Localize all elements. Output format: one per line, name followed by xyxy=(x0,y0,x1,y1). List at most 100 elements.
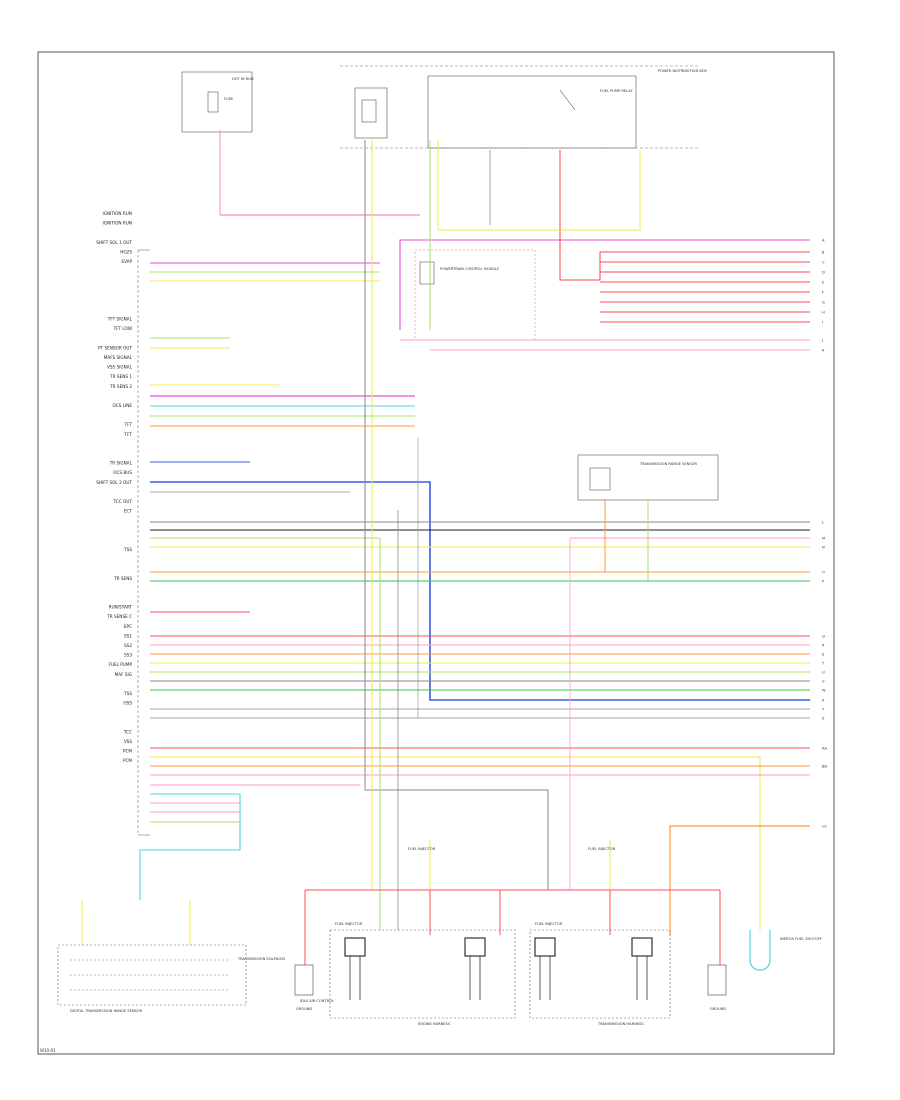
component-label: FUEL INJECTOR xyxy=(408,847,436,851)
component-label: FUEL INJECTOR xyxy=(588,847,616,851)
right-ref-letter: Y xyxy=(822,708,825,712)
diagram-border xyxy=(37,51,835,1055)
vwire-yellow-relay xyxy=(437,140,641,231)
pcm-signal-label: SS3 xyxy=(124,653,132,658)
pcm-signal-label: TFT xyxy=(124,422,133,427)
component-label: FUEL INJECTOR xyxy=(535,922,563,926)
component-label: HOT IN RUN xyxy=(232,77,254,81)
pcm-signal-label: SHIFT SOL 2 OUT xyxy=(96,480,132,485)
right-ref-letter: H xyxy=(822,311,825,315)
pcm-signal-label: OSS xyxy=(123,701,132,706)
right-ref-letter: S xyxy=(822,653,825,657)
pcm-signal-label: SHIFT SOL 1 OUT xyxy=(96,240,132,245)
fuel-injector-3 xyxy=(534,937,556,1000)
right-ref-letter: D xyxy=(822,271,825,275)
right-ref-letter: L xyxy=(822,521,824,525)
component-label: TRANSMISSION RANGE SENSOR xyxy=(639,462,697,466)
wire-cyan xyxy=(139,793,241,900)
pcm-signal-label: TR SIGNAL xyxy=(109,461,133,466)
right-ref-letter: AA xyxy=(822,747,828,751)
right-ref-letter: A xyxy=(822,239,825,243)
injector-harness-left xyxy=(329,929,516,1019)
pcm-signal-label: OCS BUS xyxy=(113,470,132,475)
pcm-signal-label: PCM xyxy=(123,749,132,754)
pcm-signal-label: TFT SIGNAL xyxy=(107,317,133,322)
injector-harness-right xyxy=(529,929,671,1019)
component-label: POWER DISTRIBUTION BOX xyxy=(658,69,707,73)
pcm-signal-label: TSS xyxy=(123,547,132,552)
digital-transmission-range-sensor xyxy=(57,944,247,1006)
pcm-signal-label: TR SENS 2 xyxy=(109,384,132,389)
right-ref-letter: N xyxy=(822,546,825,550)
pcm-signal-label: VSS SIGNAL xyxy=(107,365,133,370)
component-label: POWERTRAIN CONTROL MODULE xyxy=(440,267,500,271)
pcm-signal-label: TCC xyxy=(123,729,132,734)
right-ref-letter: T xyxy=(821,662,825,666)
component-label: FUSE xyxy=(224,97,234,101)
pcm-signal-label: MAFS SIGNAL xyxy=(104,355,133,360)
wire-magenta xyxy=(399,239,810,330)
ground-left xyxy=(294,964,314,996)
component-label: GROUND xyxy=(710,1007,726,1011)
right-ref-letter: G xyxy=(822,301,825,305)
pcm-signal-label: TCC OUT xyxy=(113,499,133,504)
right-ref-letter: Z xyxy=(822,717,825,721)
right-ref-letter: C xyxy=(822,261,825,265)
pcm-signal-label: TFT xyxy=(124,432,133,437)
right-ref-letter: I xyxy=(822,321,823,325)
hot-in-run-fuse-box xyxy=(181,71,253,133)
pcm-signal-label: PCM xyxy=(123,758,132,763)
right-ref-letter: B xyxy=(822,251,825,255)
right-ref-letter: Q xyxy=(822,635,825,639)
vwire-gray-main xyxy=(364,140,549,890)
component-label: TRANSMISSION HARNESS xyxy=(597,1022,644,1026)
pcm-signal-label: RUN/START xyxy=(109,605,133,610)
pcm-signal-label: EPC xyxy=(124,624,132,629)
pcm-signal-label: TR SENSE C xyxy=(106,614,132,619)
pcm-signal-label: IGNITION RUN xyxy=(102,221,132,226)
right-ref-letter: J xyxy=(821,339,823,343)
component-label: GROUND xyxy=(296,1007,312,1011)
component-label: TRANSMISSION SOLENOID xyxy=(237,957,285,961)
right-ref-letter: BB xyxy=(822,765,827,769)
right-ref-letter: E xyxy=(822,281,825,285)
pcm-signal-label: TR SENS 1 xyxy=(109,374,132,379)
fuel-injector-2 xyxy=(464,937,486,1000)
pcm-signal-label: SS2 xyxy=(124,643,132,648)
wire-orange-lr xyxy=(669,825,810,935)
right-ref-letter: CC xyxy=(822,825,828,829)
component-label: INERTIA FUEL SHUTOFF xyxy=(780,937,822,941)
wire-bottom-2 xyxy=(150,756,761,930)
pcm-signal-label: VSS xyxy=(124,739,133,744)
right-ref-letter: F xyxy=(822,291,824,295)
pcm-signal-label: ECT xyxy=(124,509,133,514)
component-label: ENGINE HARNESS xyxy=(418,1022,451,1026)
right-ref-letter: M xyxy=(822,537,825,541)
pcm-signal-label: TSS xyxy=(123,691,132,696)
pcm-signal-label: EVAP xyxy=(121,259,132,264)
component-label: IDLE AIR CONTROL xyxy=(300,999,334,1003)
right-ref-letter: X xyxy=(822,699,825,703)
pcm-signal-label: PT SENSOR OUT xyxy=(98,345,132,350)
component-label: FUEL INJECTOR xyxy=(335,922,363,926)
fuel-injector-4 xyxy=(631,937,653,1000)
pcm-signal-label: TFT LOW xyxy=(113,326,132,331)
right-ref-letter: U xyxy=(822,671,825,675)
engine-relay-box xyxy=(414,249,536,341)
wire-blue-long xyxy=(150,481,810,701)
right-ref-letter: P xyxy=(822,580,825,584)
pcm-signal-label: OCS LINE xyxy=(112,403,132,408)
pcm-signal-label: MAF SIG xyxy=(115,672,132,677)
pcm-signal-label: FUEL PUMP xyxy=(108,662,132,667)
right-ref-letter: K xyxy=(822,349,825,353)
footer-code: W10-01 xyxy=(40,1048,56,1053)
wire-bundle-red xyxy=(559,150,810,323)
ground-right xyxy=(707,964,727,996)
component-label: DIGITAL TRANSMISSION RANGE SENSOR xyxy=(70,1009,143,1013)
component-label: FUEL PUMP RELAY xyxy=(600,89,633,93)
right-ref-letter: V xyxy=(822,680,825,684)
pcm-signal-label: HO2S xyxy=(120,249,132,254)
